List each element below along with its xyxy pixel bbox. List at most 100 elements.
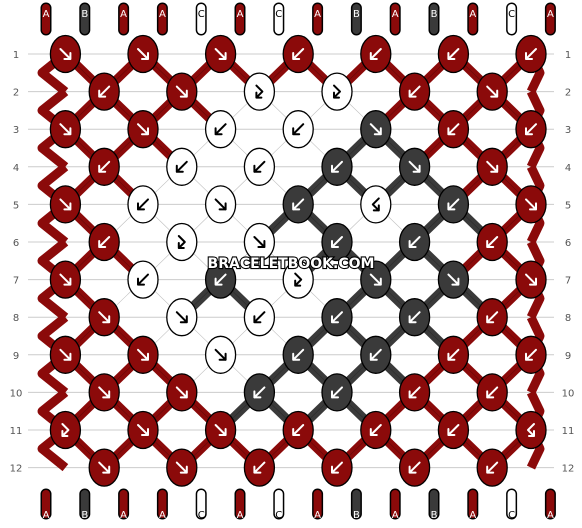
knot[interactable]: [360, 34, 392, 74]
knot[interactable]: [437, 34, 470, 74]
knot[interactable]: [204, 410, 237, 450]
knot[interactable]: [88, 222, 120, 262]
knot[interactable]: [437, 185, 470, 224]
row-label-right: 12: [562, 464, 575, 475]
knot[interactable]: [360, 260, 392, 299]
knot[interactable]: [243, 222, 276, 262]
knot[interactable]: [515, 260, 547, 299]
knot-arrow-icon: [331, 311, 343, 324]
knot[interactable]: [282, 410, 314, 450]
row-label-left: 3: [13, 125, 19, 136]
knot-arrow-icon: [447, 273, 460, 286]
knot-arrow-icon: [253, 386, 266, 399]
knot[interactable]: [166, 448, 198, 487]
knot-arrow-icon: [408, 85, 421, 98]
knot[interactable]: [398, 298, 431, 337]
knot[interactable]: [282, 260, 314, 299]
knot[interactable]: [515, 410, 547, 450]
knot[interactable]: [476, 222, 508, 262]
knot[interactable]: [166, 222, 198, 262]
knot[interactable]: [49, 110, 82, 149]
knot[interactable]: [515, 34, 547, 74]
knot[interactable]: [282, 185, 314, 224]
knot[interactable]: [398, 72, 431, 111]
knot[interactable]: [166, 298, 198, 337]
knot[interactable]: [127, 335, 159, 374]
knot[interactable]: [437, 335, 470, 374]
knot[interactable]: [437, 260, 470, 299]
knot[interactable]: [360, 110, 392, 149]
knot[interactable]: [166, 72, 198, 111]
knot-arrow-icon: [59, 48, 72, 60]
knot[interactable]: [476, 373, 508, 412]
knot[interactable]: [476, 72, 508, 111]
knot[interactable]: [88, 72, 120, 111]
knot[interactable]: [398, 222, 431, 262]
knot[interactable]: [398, 147, 431, 186]
knot[interactable]: [515, 110, 547, 149]
knot[interactable]: [49, 410, 82, 450]
knot[interactable]: [437, 110, 470, 149]
knot-arrow-icon: [369, 48, 382, 60]
knot[interactable]: [49, 185, 82, 224]
knot[interactable]: [127, 110, 159, 149]
knot[interactable]: [398, 448, 431, 487]
knot[interactable]: [437, 410, 470, 450]
knot-arrow-icon: [137, 123, 149, 136]
knot[interactable]: [88, 147, 120, 186]
knot[interactable]: [243, 448, 276, 487]
row-label-right: 9: [565, 351, 571, 362]
string-letter: B: [353, 9, 360, 20]
knot[interactable]: [49, 34, 82, 74]
knot[interactable]: [88, 448, 120, 487]
knot[interactable]: [243, 147, 276, 186]
string-letter: A: [43, 9, 50, 20]
knot-oval: [515, 410, 547, 450]
knot[interactable]: [321, 147, 353, 186]
knot[interactable]: [127, 260, 159, 299]
knot[interactable]: [360, 335, 392, 374]
knot[interactable]: [360, 185, 392, 224]
knot[interactable]: [243, 298, 276, 337]
knot[interactable]: [88, 298, 120, 337]
knot-arrow-icon: [59, 123, 72, 136]
knot[interactable]: [243, 72, 276, 111]
knot[interactable]: [282, 34, 314, 74]
knot[interactable]: [321, 373, 353, 412]
knot-arrow-icon: [175, 85, 188, 98]
row-label-right: 11: [562, 426, 575, 437]
knot[interactable]: [204, 34, 237, 74]
knot[interactable]: [515, 185, 547, 224]
knot[interactable]: [515, 335, 547, 374]
knot[interactable]: [282, 110, 314, 149]
knot[interactable]: [204, 335, 237, 374]
knot[interactable]: [204, 110, 237, 149]
knot[interactable]: [321, 222, 353, 262]
knot[interactable]: [476, 298, 508, 337]
row-label-right: 3: [565, 125, 571, 136]
knot[interactable]: [127, 185, 159, 224]
row-label-left: 7: [13, 276, 19, 287]
knot[interactable]: [360, 410, 392, 450]
knot[interactable]: [243, 373, 276, 412]
knot-arrow-icon: [331, 160, 343, 173]
knot-oval: [243, 72, 276, 111]
knot-arrow-icon: [447, 198, 460, 211]
knot[interactable]: [321, 298, 353, 337]
knot[interactable]: [166, 147, 198, 186]
knot[interactable]: [476, 147, 508, 186]
knot[interactable]: [127, 410, 159, 450]
knot[interactable]: [204, 260, 237, 299]
knot[interactable]: [321, 448, 353, 487]
knot[interactable]: [49, 260, 82, 299]
knot[interactable]: [127, 34, 159, 74]
knot[interactable]: [476, 448, 508, 487]
knot[interactable]: [49, 335, 82, 374]
knot[interactable]: [282, 335, 314, 374]
knot[interactable]: [88, 373, 120, 412]
knot[interactable]: [166, 373, 198, 412]
knot[interactable]: [398, 373, 431, 412]
knot[interactable]: [321, 72, 353, 111]
knot[interactable]: [204, 185, 237, 224]
knot-arrow-icon: [369, 273, 382, 286]
